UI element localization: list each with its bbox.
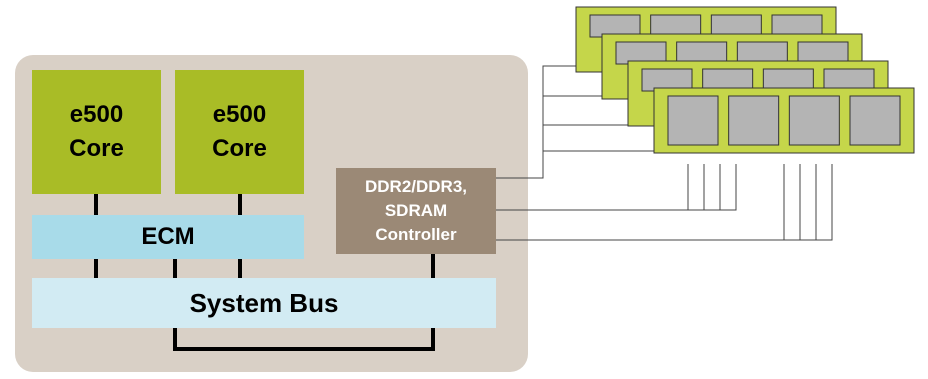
ecm-block (32, 215, 304, 259)
memory-chip (849, 95, 901, 146)
memory-chip (728, 95, 780, 146)
system-bus-label: System Bus (189, 287, 339, 318)
wire-bus-a (496, 164, 737, 211)
memory-wires (496, 65, 833, 241)
core-1-block (32, 70, 161, 194)
ecm-label: ECM (141, 223, 195, 250)
core-2-label: e500 Core (212, 101, 267, 162)
memory-modules (575, 6, 915, 154)
wire-module-1 (496, 65, 578, 179)
wire-bus-b (496, 164, 833, 241)
memory-module-4 (653, 87, 915, 154)
memory-chip (788, 95, 840, 146)
core-2-block (175, 70, 304, 194)
ddr-controller-block (336, 168, 496, 254)
core-1-label: e500 Core (69, 101, 124, 162)
memory-chip (667, 95, 719, 146)
system-bus-block (32, 278, 496, 328)
ddr-controller-label: DDR2/DDR3, SDRAM Controller (364, 177, 468, 244)
